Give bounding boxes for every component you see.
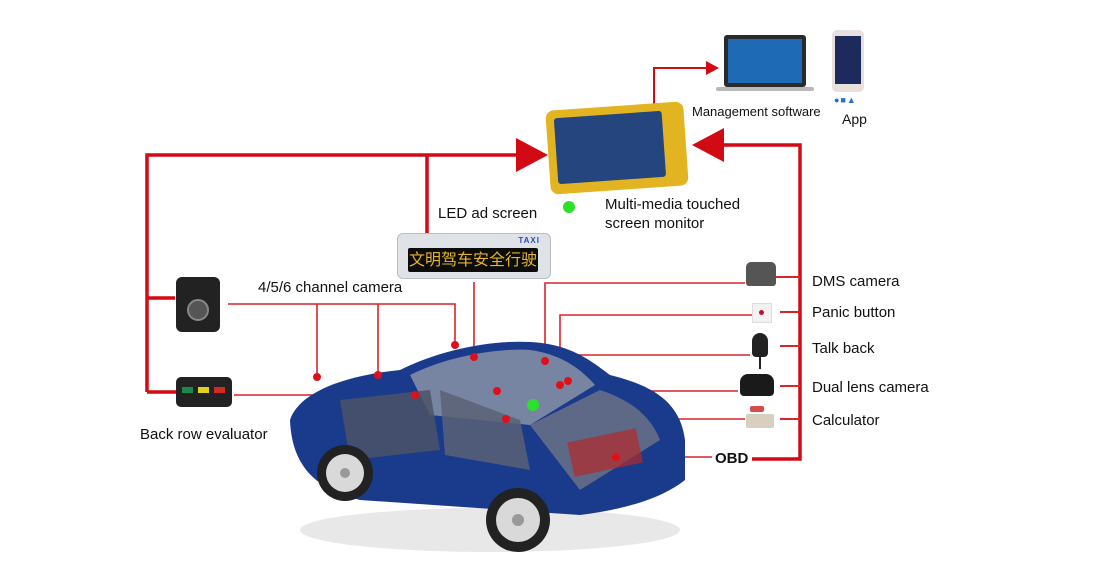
hub-label-line2: screen monitor [605,215,705,232]
led-ad-screen: TAXI 文明驾车安全行驶 [397,233,551,279]
dms-camera-icon [746,262,776,286]
channel-camera-icon [176,277,220,332]
talk-back-mic-icon [752,333,768,357]
laptop-icon [724,35,806,87]
channel-camera-label: 4/5/6 channel camera [258,279,403,296]
green-marker-car [527,399,539,411]
dms-camera-label: DMS camera [812,273,900,290]
led-screen-label: LED ad screen [438,205,538,222]
app-label: App [842,111,867,127]
mic-cord [759,357,761,369]
right-wire-loop [722,143,802,461]
hub-label-line1: Multi-media touched [605,196,741,213]
panic-button-label: Panic button [812,304,896,321]
arrow-left-to-hub [516,138,548,172]
panic-button-icon [752,303,772,323]
back-row-evaluator-icon [176,377,232,407]
arrow-right-to-hub [692,128,724,162]
arrow-to-management-software [706,61,719,75]
calculator-label: Calculator [812,412,880,429]
green-marker-hub [563,201,575,213]
led-display-text: 文明驾车安全行驶 [408,248,538,272]
calculator-icon [746,406,774,428]
car-illustration [290,341,685,552]
taxi-badge: TAXI [518,236,540,245]
management-software-label: Management software [692,104,821,119]
talk-back-label: Talk back [812,340,875,357]
phone-icon [832,30,864,92]
back-row-evaluator-label: Back row evaluator [140,426,268,443]
platform-icons: ●■▲ [834,95,857,105]
touchscreen-monitor [545,101,689,195]
dual-lens-camera-label: Dual lens camera [812,379,929,396]
dual-lens-camera-icon [740,374,774,396]
obd-label: OBD [713,449,751,468]
laptop-base [716,87,814,91]
left-wire-loop [145,153,520,394]
